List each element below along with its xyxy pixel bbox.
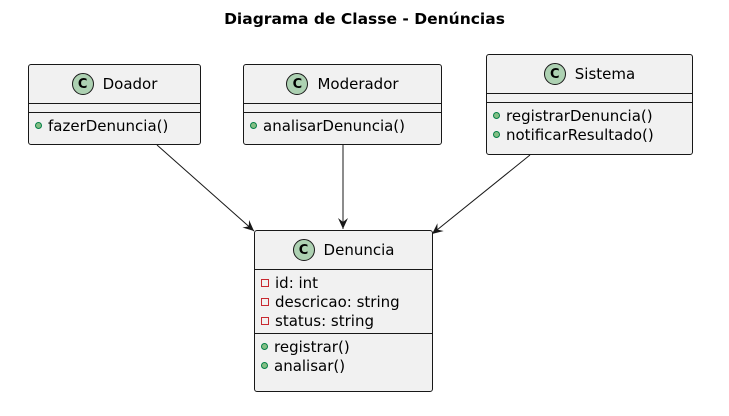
- attribute-text: id: int: [275, 273, 319, 292]
- public-visibility-icon: [35, 122, 42, 129]
- private-visibility-icon: [261, 278, 269, 287]
- method-text: registrarDenuncia(): [506, 106, 653, 125]
- divider: [255, 333, 432, 334]
- method-row: analisarDenuncia(): [250, 116, 441, 135]
- class-badge-icon: C: [292, 239, 315, 261]
- class-badge-icon: C: [543, 63, 566, 85]
- public-visibility-icon: [261, 343, 268, 350]
- methods-section: fazerDenuncia(): [29, 113, 200, 138]
- attribute-row: id: int: [261, 273, 432, 292]
- public-visibility-icon: [261, 362, 268, 369]
- public-visibility-icon: [493, 112, 500, 119]
- class-name: Denuncia: [323, 241, 395, 259]
- methods-section: analisarDenuncia(): [244, 113, 441, 138]
- attributes-section: [29, 104, 200, 112]
- class-name: Sistema: [574, 65, 636, 83]
- divider: [29, 112, 200, 113]
- divider: [244, 112, 441, 113]
- attribute-row: descricao: string: [261, 292, 432, 311]
- method-text: analisar(): [274, 356, 346, 375]
- method-row: fazerDenuncia(): [35, 116, 200, 135]
- class-name: Doador: [102, 75, 158, 93]
- divider: [487, 102, 692, 103]
- attributes-section: id: int descricao: string status: string: [255, 270, 432, 333]
- divider: [244, 103, 441, 104]
- methods-section: registrarDenuncia() notificarResultado(): [487, 103, 692, 147]
- attribute-text: status: string: [275, 311, 374, 330]
- class-moderador[interactable]: C Moderador analisarDenuncia(): [243, 64, 442, 145]
- attributes-section: [487, 94, 692, 102]
- class-sistema[interactable]: C Sistema registrarDenuncia() notificarR…: [486, 54, 693, 155]
- arrow-doador-to-denuncia: [156, 144, 255, 232]
- class-header: C Doador: [29, 65, 200, 103]
- attribute-text: descricao: string: [275, 292, 400, 311]
- arrow-sistema-to-denuncia: [431, 154, 531, 235]
- method-text: notificarResultado(): [506, 125, 654, 144]
- methods-section: registrar() analisar(): [255, 334, 432, 378]
- class-header: C Moderador: [244, 65, 441, 103]
- divider: [487, 93, 692, 94]
- private-visibility-icon: [261, 297, 269, 306]
- public-visibility-icon: [493, 131, 500, 138]
- class-denuncia[interactable]: C Denuncia id: int descricao: string sta…: [254, 230, 433, 392]
- method-text: fazerDenuncia(): [48, 116, 169, 135]
- method-text: registrar(): [274, 337, 350, 356]
- method-text: analisarDenuncia(): [263, 116, 406, 135]
- attribute-row: status: string: [261, 311, 432, 330]
- method-row: analisar(): [261, 356, 432, 375]
- attributes-section: [244, 104, 441, 112]
- method-row: registrarDenuncia(): [493, 106, 692, 125]
- private-visibility-icon: [261, 316, 269, 325]
- method-row: registrar(): [261, 337, 432, 356]
- class-badge-icon: C: [286, 73, 309, 95]
- class-header: C Sistema: [487, 55, 692, 93]
- divider: [29, 103, 200, 104]
- class-badge-icon: C: [71, 73, 94, 95]
- class-doador[interactable]: C Doador fazerDenuncia(): [28, 64, 201, 145]
- class-name: Moderador: [317, 75, 399, 93]
- method-row: notificarResultado(): [493, 125, 692, 144]
- public-visibility-icon: [250, 122, 257, 129]
- class-header: C Denuncia: [255, 231, 432, 269]
- divider: [255, 269, 432, 270]
- diagram-title: Diagrama de Classe - Denúncias: [224, 10, 505, 28]
